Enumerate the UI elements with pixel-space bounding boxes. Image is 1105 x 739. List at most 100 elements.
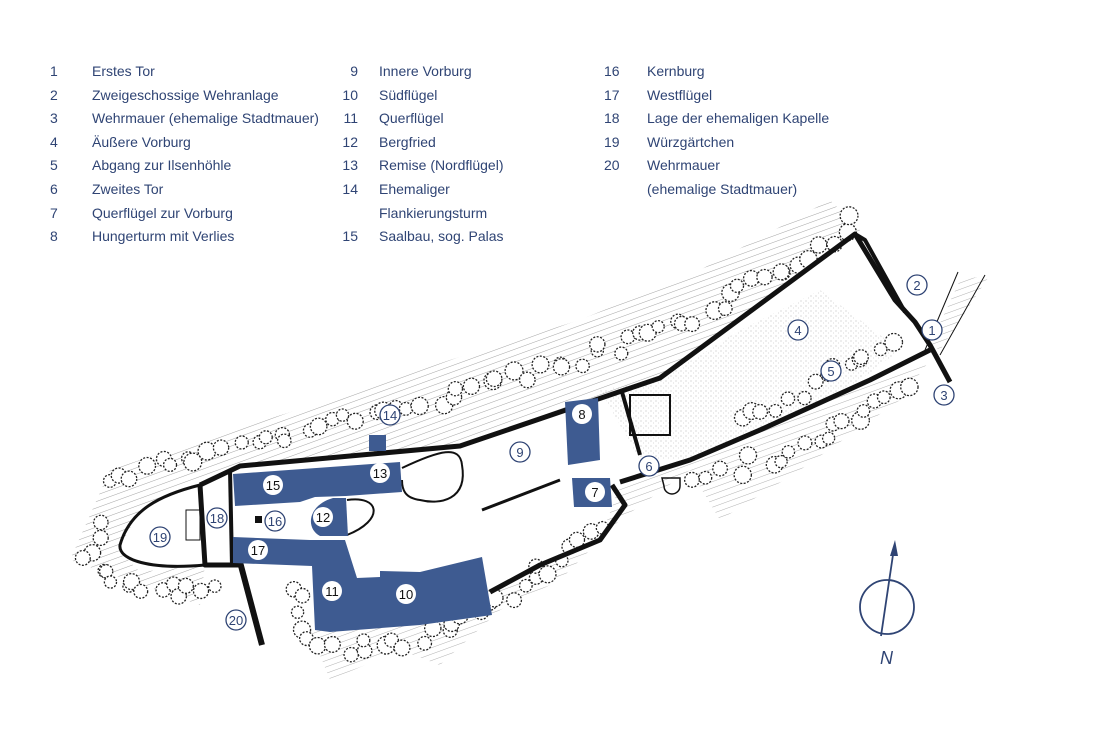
- tree-icon: [614, 346, 629, 361]
- tree-icon: [162, 457, 178, 473]
- tree-icon: [103, 575, 118, 589]
- legend-number: 18: [604, 110, 620, 127]
- tree-icon: [900, 377, 919, 397]
- tree-icon: [738, 446, 758, 465]
- legend-label: Ehemaliger: [379, 180, 450, 197]
- legend-label: Zweites Tor: [92, 180, 164, 197]
- tree-icon: [290, 605, 305, 619]
- legend-number: 12: [342, 133, 358, 150]
- map-marker-12: 12: [313, 507, 333, 527]
- tree-icon: [424, 619, 442, 638]
- tree-icon: [781, 445, 796, 459]
- tree-icon: [712, 460, 729, 477]
- tree-icon: [325, 411, 340, 427]
- tree-icon: [234, 435, 249, 450]
- marker-number: 11: [325, 584, 339, 599]
- tree-icon: [462, 377, 481, 396]
- tree-icon: [683, 471, 701, 488]
- marker-number: 8: [578, 407, 585, 422]
- legend-item-continued: Flankierungsturm: [336, 202, 504, 226]
- marker-number: 7: [591, 485, 598, 500]
- map-marker-3: 3: [933, 384, 955, 406]
- map-marker-16: 16: [264, 510, 286, 532]
- building-west-south-wings: [233, 537, 492, 632]
- map-marker-15: 15: [263, 475, 283, 495]
- tree-icon: [398, 401, 413, 416]
- inner-structures: [185, 394, 681, 541]
- legend-label: Abgang zur Ilsenhöhle: [92, 157, 232, 174]
- legend-number: 13: [342, 157, 358, 174]
- tree-icon: [294, 587, 311, 604]
- tree-icon: [589, 336, 606, 353]
- tree-icon: [308, 636, 327, 655]
- legend-number: 17: [604, 86, 620, 103]
- tree-icon: [120, 470, 138, 488]
- tree-icon: [856, 404, 871, 418]
- legend-number: 4: [50, 133, 58, 150]
- tree-icon: [122, 572, 141, 591]
- legend-label: Südflügel: [379, 86, 438, 103]
- marker-number: 12: [316, 510, 330, 525]
- map-marker-17: 17: [248, 540, 268, 560]
- tree-icon: [717, 301, 733, 317]
- tree-icon: [485, 370, 503, 388]
- tree-icon: [323, 635, 341, 653]
- tree-icon: [309, 417, 328, 436]
- tree-icon: [797, 435, 813, 451]
- map-marker-19: 19: [149, 526, 171, 548]
- tree-icon: [651, 319, 665, 334]
- north-arrow-icon: [880, 547, 895, 637]
- tree-icon: [356, 643, 373, 659]
- tree-icon: [780, 391, 796, 407]
- tree-icon: [756, 268, 773, 286]
- tree-icon: [733, 465, 753, 485]
- legend-number: 11: [343, 110, 358, 127]
- tree-icon: [538, 565, 557, 584]
- legend-label: (ehemalige Stadtmauer): [647, 180, 798, 197]
- tree-icon: [684, 316, 701, 333]
- tree-icon: [417, 635, 433, 651]
- legend-number: 2: [50, 86, 58, 103]
- tree-icon: [133, 583, 149, 599]
- marker-number: 15: [266, 478, 280, 493]
- legend-label: Saalbau, sog. Palas: [379, 228, 504, 245]
- tree-icon: [729, 278, 745, 294]
- map-marker-9: 9: [509, 441, 531, 463]
- tree-icon: [177, 577, 194, 594]
- legend-number: 9: [350, 63, 358, 79]
- tree-icon: [582, 523, 600, 540]
- legend-item: 17 Westflügel: [604, 84, 829, 108]
- marker-number: 9: [516, 445, 523, 460]
- legend-label: Querflügel: [379, 110, 444, 127]
- legend-number: 8: [50, 228, 58, 245]
- marker-number: 16: [268, 514, 282, 529]
- tree-icon: [620, 329, 636, 345]
- map-marker-8: 8: [572, 404, 592, 424]
- legend-item: 11 Querflügel: [336, 107, 504, 131]
- legend-label: Westflügel: [647, 86, 713, 103]
- legend-label: Lage der ehemaligen Kapelle: [647, 110, 830, 127]
- marker-number: 4: [794, 323, 801, 338]
- legend-label: Äußere Vorburg: [92, 133, 191, 150]
- legend-number: 5: [50, 157, 58, 174]
- legend-item: 5 Abgang zur Ilsenhöhle: [50, 154, 319, 178]
- tree-icon: [258, 430, 273, 445]
- map-marker-6: 6: [638, 455, 660, 477]
- tree-icon: [138, 456, 157, 475]
- tree-icon: [93, 514, 109, 531]
- tree-icon: [853, 349, 869, 366]
- tree-icon: [774, 454, 788, 469]
- tree-icon: [346, 412, 364, 430]
- marker-number: 6: [645, 459, 652, 474]
- legend-label: Kernburg: [647, 63, 705, 79]
- legend-label: Wehrmauer (ehemalige Stadtmauer): [92, 110, 319, 127]
- marker-number: 13: [373, 466, 387, 481]
